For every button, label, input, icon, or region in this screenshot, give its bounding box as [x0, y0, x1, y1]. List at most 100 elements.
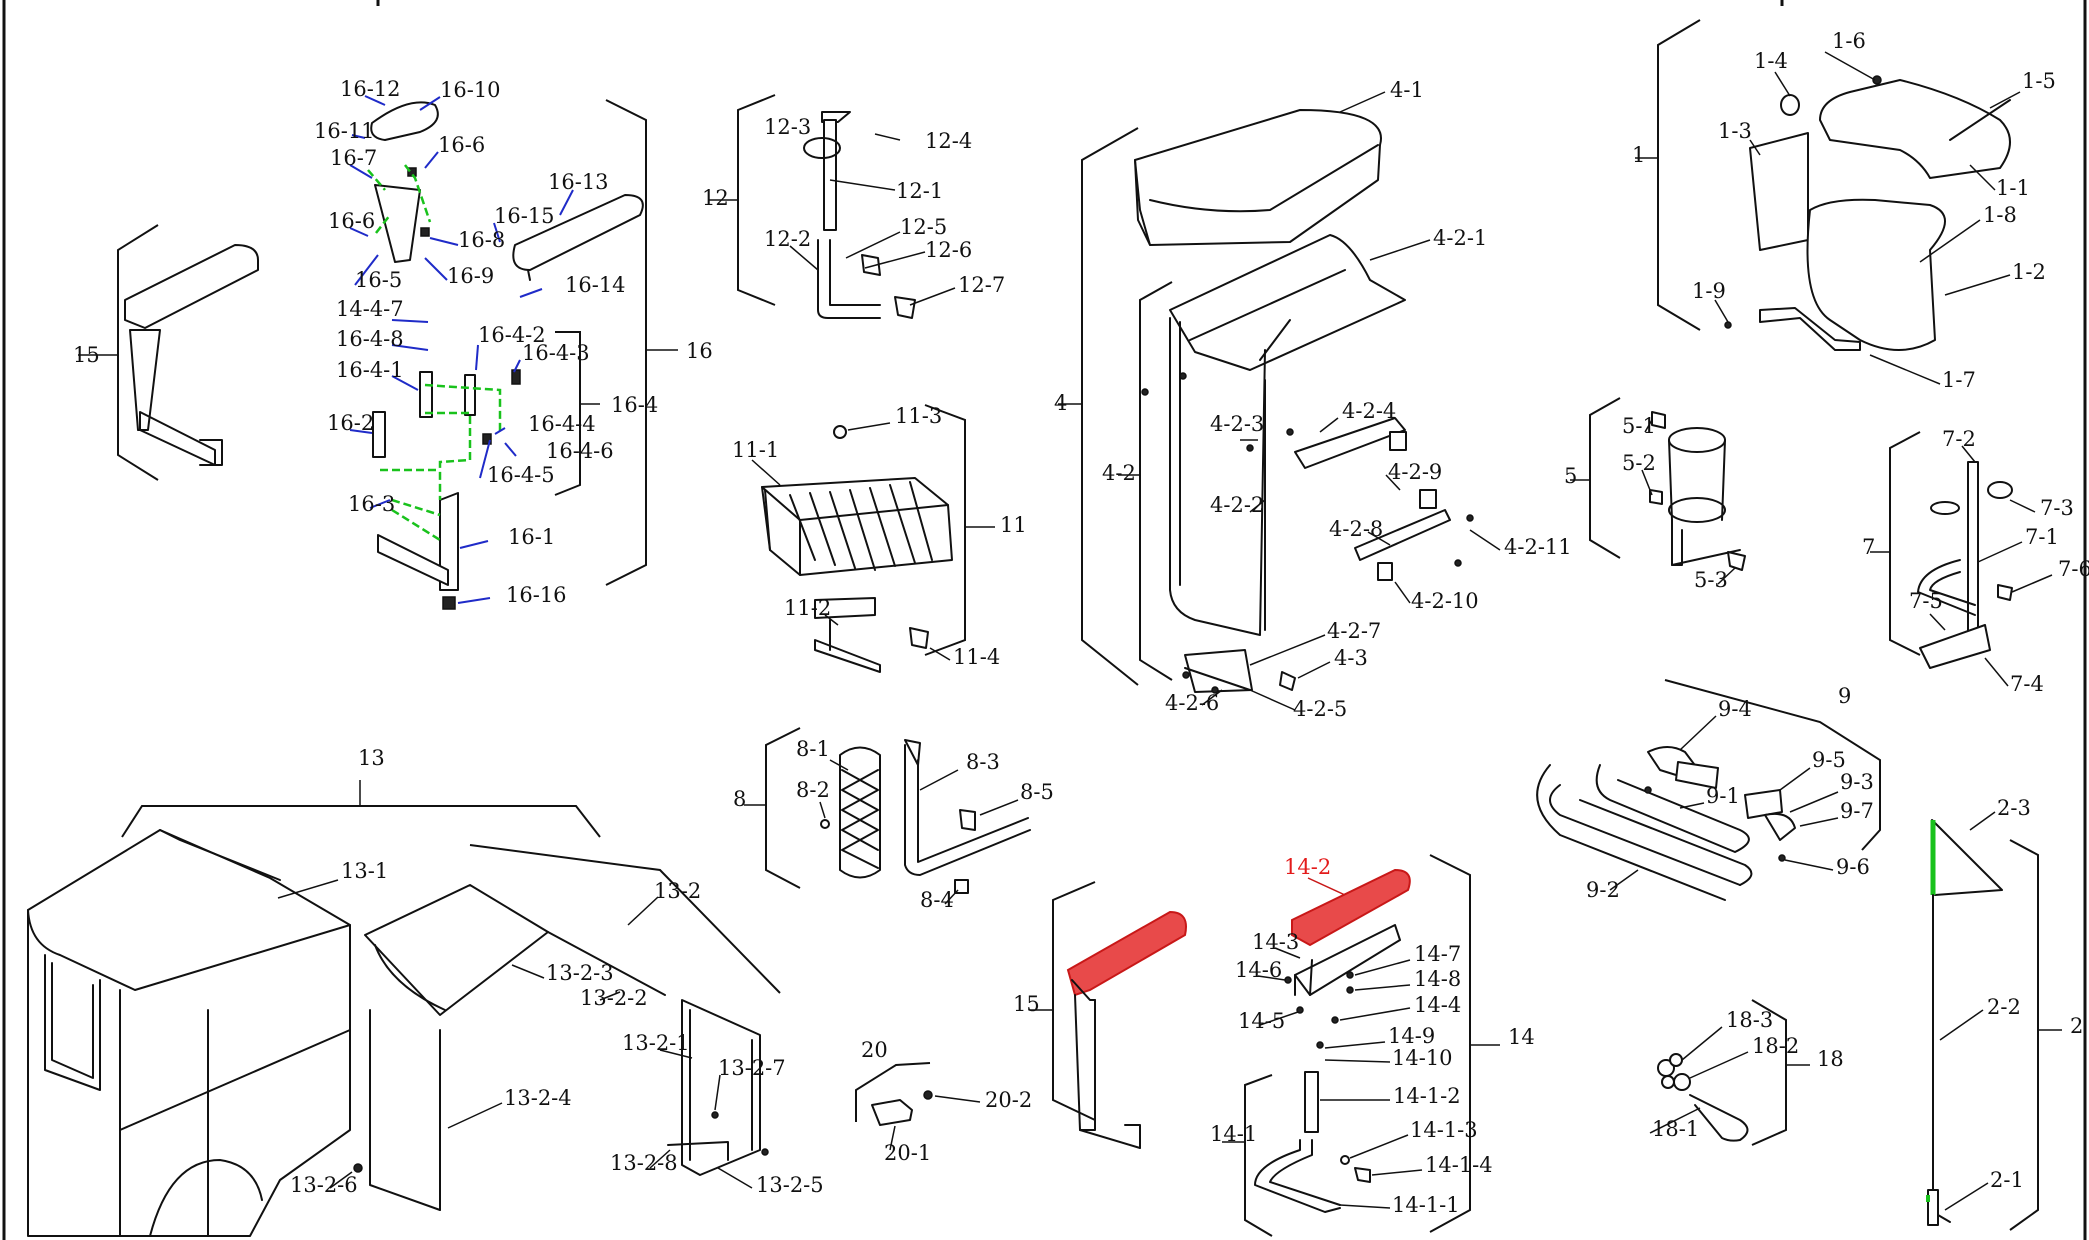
part-label-16-9: 16-9 — [447, 264, 494, 288]
part-label-7-3: 7-3 — [2040, 496, 2074, 520]
part-label-7: 7 — [1862, 535, 1875, 559]
part-label-9-6: 9-6 — [1836, 855, 1870, 879]
part-label-20-2: 20-2 — [985, 1088, 1032, 1112]
part-label-14-9: 14-9 — [1388, 1024, 1435, 1048]
part-label-14-10: 14-10 — [1392, 1046, 1453, 1070]
part-9-grab-bar — [1536, 679, 1881, 901]
part-4-seat-assembly — [1058, 91, 1501, 711]
part-label-16-4-6: 16-4-6 — [546, 439, 614, 463]
part-label-11: 11 — [1000, 513, 1027, 537]
part-label-2: 2 — [2070, 1014, 2083, 1038]
part-label-12-6: 12-6 — [925, 238, 972, 262]
part-label-14-1-2: 14-1-2 — [1393, 1084, 1461, 1108]
part-13-canopy — [27, 780, 781, 1237]
part-12-cane-holder — [708, 94, 956, 319]
part-18-u-bolt — [1649, 999, 1810, 1146]
part-label-16-8: 16-8 — [458, 228, 505, 252]
part-label-4-2-6: 4-2-6 — [1165, 691, 1219, 715]
part-label-5: 5 — [1564, 464, 1577, 488]
part-label-15: 15 — [73, 343, 100, 367]
part-label-18: 18 — [1817, 1047, 1844, 1071]
part-label-16-11: 16-11 — [314, 119, 375, 143]
part-label-14-1-3: 14-1-3 — [1410, 1118, 1478, 1142]
part-label-16-4: 16-4 — [611, 393, 658, 417]
part-label-12-5: 12-5 — [900, 215, 947, 239]
part-label-1-2: 1-2 — [2012, 260, 2046, 284]
part-label-13-2-4: 13-2-4 — [504, 1086, 572, 1110]
part-label-1: 1 — [1632, 143, 1645, 167]
part-label-4-2-5: 4-2-5 — [1293, 697, 1347, 721]
part-label-9: 9 — [1838, 684, 1851, 708]
part-8-umbrella-holder — [744, 727, 1031, 905]
part-label-9-3: 9-3 — [1840, 770, 1874, 794]
part-label-4-2-7: 4-2-7 — [1327, 619, 1381, 643]
part-label-4-2-3: 4-2-3 — [1210, 412, 1264, 436]
part-label-14-1: 14-1 — [1210, 1122, 1257, 1146]
part-2-flag — [1926, 811, 2062, 1231]
part-label-16-3: 16-3 — [348, 492, 395, 516]
part-label-7-2: 7-2 — [1942, 427, 1976, 451]
part-label-12-7: 12-7 — [958, 273, 1005, 297]
part-label-9-4: 9-4 — [1718, 697, 1752, 721]
part-label-4-2-1: 4-2-1 — [1433, 226, 1487, 250]
part-label-4-2-4: 4-2-4 — [1342, 399, 1396, 423]
part-label-14-4-7: 14-4-7 — [336, 297, 404, 321]
part-label-4-1: 4-1 — [1390, 78, 1424, 102]
part-label-7-1: 7-1 — [2025, 525, 2059, 549]
part-label-2-2: 2-2 — [1987, 995, 2021, 1019]
part-label-13-2-5: 13-2-5 — [756, 1173, 824, 1197]
part-label-16-6: 16-6 — [438, 133, 485, 157]
part-7-bottle-holder — [1870, 431, 2053, 687]
part-label-16-4-4: 16-4-4 — [528, 412, 596, 436]
part-label-13-2-2: 13-2-2 — [580, 986, 648, 1010]
part-label-16-4-5: 16-4-5 — [487, 463, 555, 487]
part-label-16-15: 16-15 — [494, 204, 555, 228]
part-label-7-6: 7-6 — [2058, 557, 2089, 581]
part-label-4-2-9: 4-2-9 — [1388, 460, 1442, 484]
part-label-9-2: 9-2 — [1586, 878, 1620, 902]
part-label-16-10: 16-10 — [440, 78, 501, 102]
part-label-16: 16 — [686, 339, 713, 363]
part-label-4-2-8: 4-2-8 — [1329, 517, 1383, 541]
part-label-1-4: 1-4 — [1754, 49, 1788, 73]
part-label-16-7: 16-7 — [330, 146, 377, 170]
part-label-18-3: 18-3 — [1726, 1008, 1773, 1032]
part-11-basket — [751, 404, 995, 673]
part-label-13-2-1: 13-2-1 — [622, 1031, 690, 1055]
part-label-13-2: 13-2 — [654, 879, 701, 903]
part-label-9-1: 9-1 — [1706, 784, 1740, 808]
part-label-12: 12 — [702, 186, 729, 210]
part-label-13-2-3: 13-2-3 — [546, 961, 614, 985]
part-label-8-4: 8-4 — [920, 888, 954, 912]
part-15-armrest-assembly — [78, 224, 259, 481]
part-label-16-4-2: 16-4-2 — [478, 323, 546, 347]
part-label-14-8: 14-8 — [1414, 967, 1461, 991]
part-label-1-9: 1-9 — [1692, 279, 1726, 303]
part-label-13-1: 13-1 — [341, 859, 388, 883]
part-label-14-3: 14-3 — [1252, 930, 1299, 954]
part-label-7-5: 7-5 — [1909, 589, 1943, 613]
part-label-12-1: 12-1 — [896, 179, 943, 203]
part-label-16-13: 16-13 — [548, 170, 609, 194]
part-label-4-2: 4-2 — [1102, 461, 1136, 485]
part-label-14-6: 14-6 — [1235, 958, 1282, 982]
part-label-16-6: 16-6 — [328, 209, 375, 233]
part-label-18-2: 18-2 — [1752, 1034, 1799, 1058]
part-label-13-2-8: 13-2-8 — [610, 1151, 678, 1175]
part-label-4: 4 — [1054, 391, 1067, 415]
part-20-bracket — [855, 1062, 981, 1151]
part-label-18-1: 18-1 — [1652, 1117, 1699, 1141]
part-15-armrest-red — [1030, 881, 1187, 1149]
part-label-1-1: 1-1 — [1996, 176, 2030, 200]
part-label-14: 14 — [1508, 1025, 1535, 1049]
part-label-8-2: 8-2 — [796, 778, 830, 802]
part-label-12-4: 12-4 — [925, 129, 972, 153]
part-label-1-8: 1-8 — [1983, 203, 2017, 227]
part-label-7-4: 7-4 — [2010, 672, 2044, 696]
part-label-4-3: 4-3 — [1334, 646, 1368, 670]
part-label-1-3: 1-3 — [1718, 119, 1752, 143]
part-label-13-2-6: 13-2-6 — [290, 1173, 358, 1197]
part-label-16-14: 16-14 — [565, 273, 626, 297]
